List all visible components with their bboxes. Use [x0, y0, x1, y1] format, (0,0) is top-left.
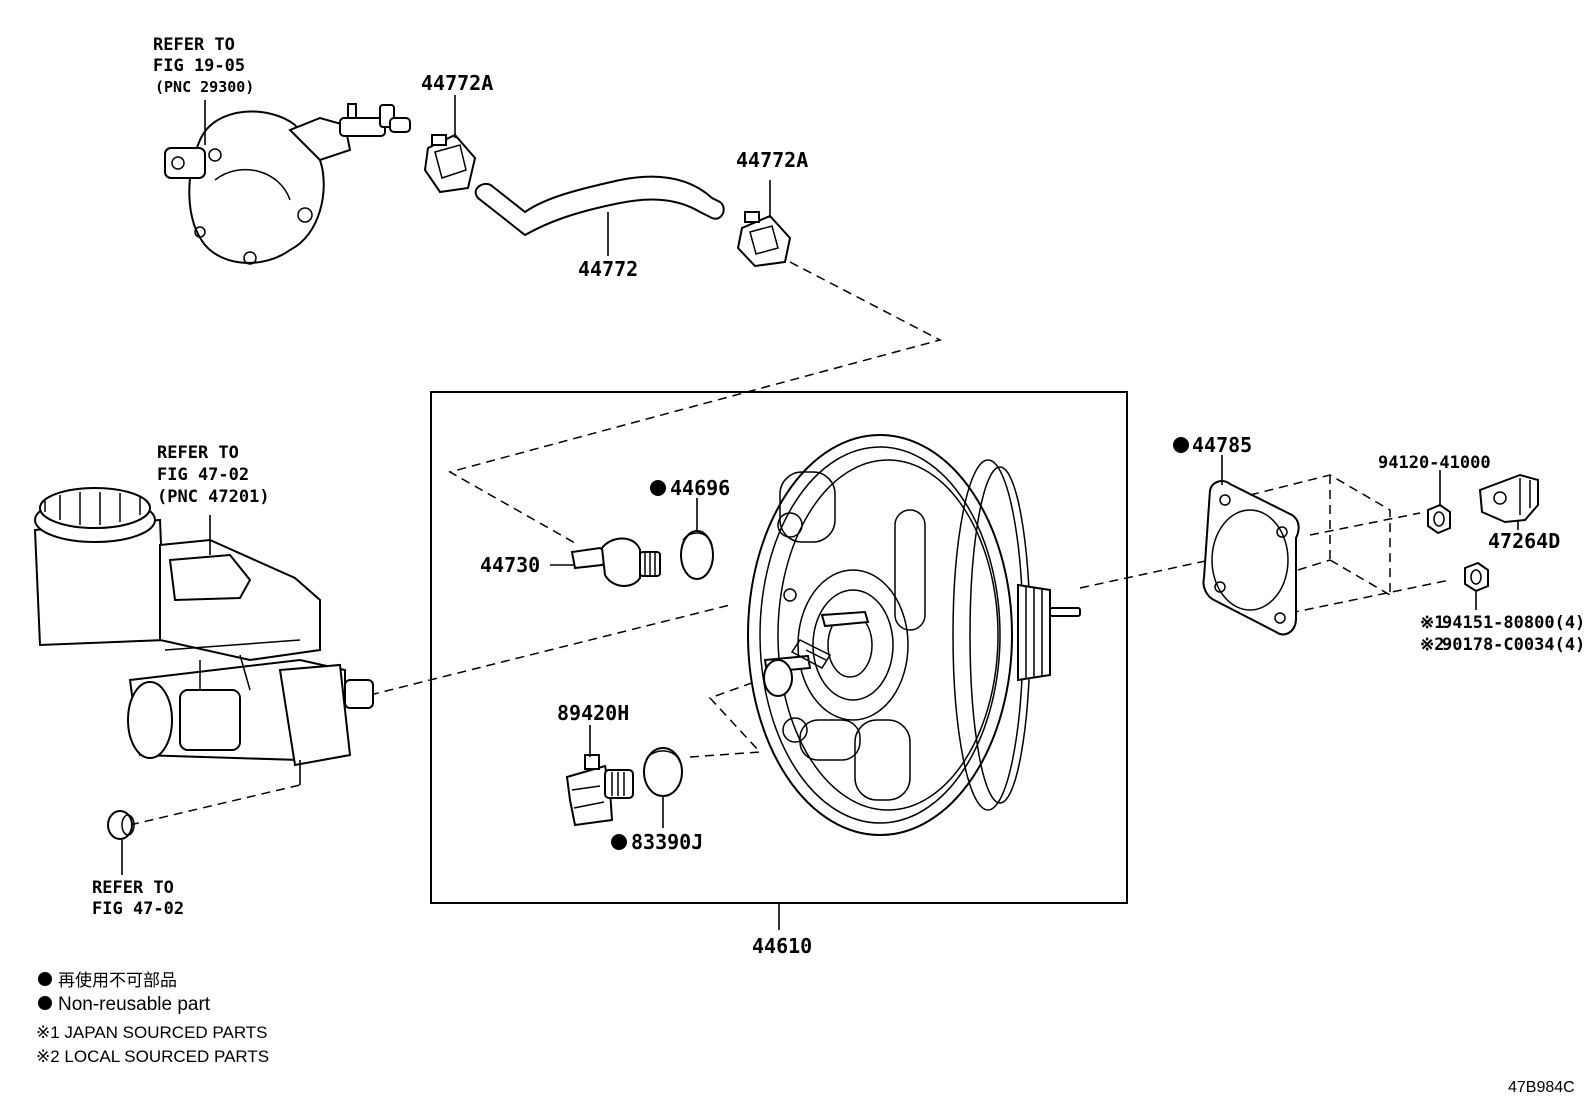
legend-note1: ※1 JAPAN SOURCED PARTS — [36, 1023, 268, 1042]
mark-note1: ※1 — [1420, 613, 1444, 633]
refer-master-cyl-line3: (PNC 47201) — [157, 487, 270, 507]
nut-lower-drawing — [1464, 561, 1489, 593]
callout-nut-japan: ※1 94151-80800(4) — [1420, 613, 1585, 633]
callout-nut-local: ※2 90178-C0034(4) — [1420, 635, 1585, 655]
legend-nonreusable-jp: 再使用不可部品 — [58, 970, 177, 990]
figure-code: 47B984C — [1508, 1079, 1575, 1096]
nonreusable-dot-icon — [650, 480, 666, 496]
refer-master-cylinder-note: REFER TO FIG 47-02 (PNC 47201) — [157, 443, 270, 507]
label-bracket: 47264D — [1488, 529, 1560, 553]
refer-vacuum-pump-note: REFER TO FIG 19-05 (PNC 29300) — [153, 35, 254, 96]
vacuum-pump-drawing — [164, 103, 411, 265]
nonreusable-dot-icon — [611, 834, 627, 850]
refer-vacuum-pump-line3: (PNC 29300) — [155, 78, 254, 96]
refer-vacuum-pump-line1: REFER TO — [153, 35, 235, 55]
legend-nonreusable-en: Non-reusable part — [58, 994, 211, 1015]
label-clip-top: 44772A — [421, 71, 493, 95]
check-valve-drawing — [570, 537, 661, 587]
refer-grommet-line2: FIG 47-02 — [92, 899, 184, 919]
nut-top-drawing — [1427, 503, 1451, 535]
label-sensor: 89420H — [557, 701, 629, 725]
refer-grommet-note: REFER TO FIG 47-02 — [92, 878, 184, 919]
master-cylinder-drawing — [33, 487, 374, 785]
refer-master-cyl-line1: REFER TO — [157, 443, 239, 463]
brake-booster-drawing — [747, 434, 1081, 836]
grommet-83390j-drawing — [643, 747, 683, 797]
label-clip-right: 44772A — [736, 148, 808, 172]
grommet-44696-drawing — [680, 530, 714, 580]
refer-master-cyl-line2: FIG 47-02 — [157, 465, 249, 485]
grommet-bottom-left-drawing — [107, 810, 135, 840]
callout-44785: 44785 — [1173, 433, 1252, 457]
label-hose: 44772 — [578, 257, 638, 281]
nonreusable-dot-icon — [1173, 437, 1189, 453]
bracket-dashed-box — [1249, 474, 1391, 596]
label-check-valve: 44730 — [480, 553, 540, 577]
mark-note2: ※2 — [1420, 635, 1444, 655]
bracket-47264d-drawing — [1478, 473, 1539, 524]
refer-vacuum-pump-line2: FIG 19-05 — [153, 56, 245, 76]
gasket-drawing — [1202, 480, 1300, 636]
callout-44696: 44696 — [650, 476, 730, 500]
label-gasket: 44785 — [1192, 433, 1252, 457]
label-grommet-83390j: 83390J — [631, 830, 703, 854]
label-nut-japan: 94151-80800(4) — [1442, 613, 1585, 633]
hose-drawing — [474, 175, 725, 237]
label-nut-local: 90178-C0034(4) — [1442, 635, 1585, 655]
callout-83390j: 83390J — [611, 830, 703, 854]
label-grommet-44696: 44696 — [670, 476, 730, 500]
label-booster-assembly: 44610 — [752, 934, 812, 958]
hose-clip-right-drawing — [736, 211, 792, 268]
leader-lines — [121, 95, 1519, 930]
legend-note2: ※2 LOCAL SOURCED PARTS — [36, 1047, 269, 1066]
refer-grommet-line1: REFER TO — [92, 878, 174, 898]
legend: 再使用不可部品 Non-reusable part ※1 JAPAN SOURC… — [36, 970, 269, 1066]
hose-clip-top-drawing — [423, 133, 477, 194]
legend-dot-icon — [38, 972, 52, 986]
vacuum-sensor-drawing — [565, 754, 634, 827]
legend-dot-icon — [38, 996, 52, 1010]
label-nut-top: 94120-41000 — [1378, 453, 1491, 473]
